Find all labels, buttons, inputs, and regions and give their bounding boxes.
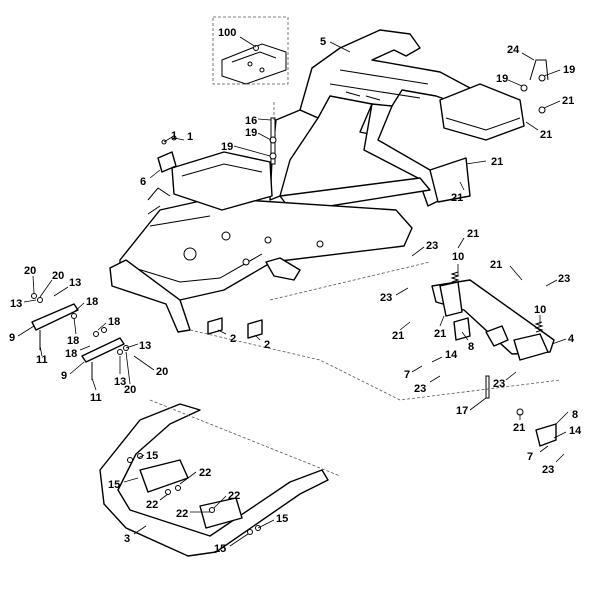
callout-17: 17 — [456, 405, 468, 417]
callout-23: 23 — [414, 383, 426, 395]
detail-inset — [212, 16, 289, 85]
callout-21: 21 — [434, 328, 446, 340]
callout-2: 2 — [230, 333, 236, 345]
chassis-frame — [109, 29, 525, 333]
callout-18: 18 — [65, 348, 77, 360]
callout-8: 8 — [572, 409, 578, 421]
callout-19: 19 — [245, 127, 257, 139]
callout-15: 15 — [276, 513, 288, 525]
callout-20: 20 — [156, 366, 168, 378]
callout-18: 18 — [108, 316, 120, 328]
callout-21: 21 — [467, 228, 479, 240]
callout-23: 23 — [380, 292, 392, 304]
callout-22: 22 — [176, 508, 188, 520]
callout-24: 24 — [507, 44, 520, 56]
axle-assembly — [431, 271, 557, 447]
callout-6: 6 — [140, 176, 146, 188]
callout-13: 13 — [69, 277, 81, 289]
callout-20: 20 — [52, 270, 64, 282]
callout-7: 7 — [527, 451, 533, 463]
callout-21: 21 — [513, 422, 525, 434]
callout-22: 22 — [146, 499, 158, 511]
callout-22: 22 — [199, 467, 211, 479]
callout-16: 16 — [245, 115, 257, 127]
callout-1: 1 — [171, 130, 177, 142]
callout-11: 11 — [90, 392, 102, 404]
callout-19: 19 — [496, 73, 508, 85]
callout-8: 8 — [468, 341, 474, 353]
callout-20: 20 — [24, 265, 36, 277]
callout-100: 100 — [218, 27, 236, 39]
callout-21: 21 — [490, 259, 502, 271]
callout-23: 23 — [558, 273, 570, 285]
bracket-24 — [520, 59, 549, 114]
callout-9: 9 — [9, 332, 15, 344]
callout-20: 20 — [124, 384, 136, 396]
callout-14: 14 — [445, 349, 458, 361]
callout-2: 2 — [264, 339, 270, 351]
reference-lines — [149, 100, 561, 477]
callout-13: 13 — [114, 376, 126, 388]
callout-4: 4 — [568, 333, 575, 345]
callout-18: 18 — [67, 335, 79, 347]
callout-15: 15 — [146, 450, 158, 462]
callout-1: 1 — [187, 131, 193, 143]
callout-21: 21 — [392, 330, 404, 342]
callout-21: 21 — [491, 156, 503, 168]
front-bumper — [99, 403, 329, 557]
callout-23: 23 — [542, 464, 554, 476]
callout-21: 21 — [451, 192, 463, 204]
callout-23: 23 — [493, 378, 505, 390]
callout-7: 7 — [404, 369, 410, 381]
callout-14: 14 — [569, 425, 582, 437]
callout-3: 3 — [124, 533, 130, 545]
callout-10: 10 — [452, 251, 464, 263]
callout-11: 11 — [36, 354, 48, 366]
callout-19: 19 — [221, 141, 233, 153]
callout-5: 5 — [320, 36, 326, 48]
callout-13: 13 — [139, 340, 151, 352]
callout-22: 22 — [228, 490, 240, 502]
callout-23: 23 — [426, 240, 438, 252]
callout-15: 15 — [214, 543, 226, 555]
callout-21: 21 — [540, 129, 552, 141]
callout-21: 21 — [562, 95, 574, 107]
bracket-6 — [157, 135, 177, 173]
callout-15: 15 — [108, 479, 120, 491]
callout-13: 13 — [10, 298, 22, 310]
callouts: 100 5 24 19 19 21 21 1 1 16 19 19 6 21 2… — [9, 27, 582, 555]
callout-19: 19 — [563, 64, 575, 76]
callout-18: 18 — [86, 296, 98, 308]
left-linkage — [31, 293, 129, 380]
bolt-16 — [269, 117, 277, 165]
callout-10: 10 — [534, 304, 546, 316]
callout-9: 9 — [61, 370, 67, 382]
